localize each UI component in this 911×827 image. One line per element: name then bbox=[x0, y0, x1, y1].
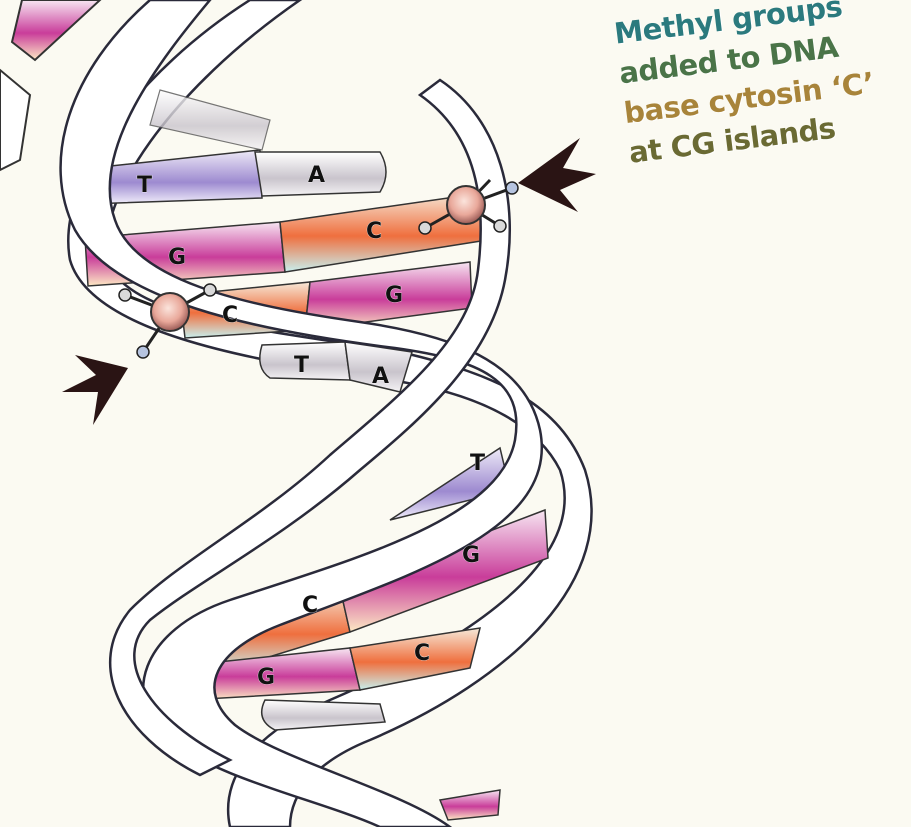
base-label: T bbox=[294, 353, 309, 378]
base-label: T bbox=[137, 173, 152, 198]
base-label: T bbox=[470, 451, 485, 476]
arrow-pointer-icon bbox=[518, 138, 596, 212]
arrow-pointer-icon bbox=[62, 355, 128, 425]
methyl-group-icon bbox=[418, 178, 519, 235]
base-pair-t-a-middle bbox=[259, 341, 413, 393]
base-label: C bbox=[414, 641, 430, 666]
base-label: G bbox=[462, 543, 480, 568]
base-letters: T A G C C G T A T G C G C bbox=[137, 163, 486, 691]
base-label: G bbox=[257, 665, 275, 690]
base-pair-bottom bbox=[260, 699, 501, 821]
base-label: A bbox=[308, 163, 325, 188]
base-label: C bbox=[222, 303, 238, 328]
dna-backbone-strand-crossing bbox=[108, 78, 511, 777]
base-label: C bbox=[302, 593, 318, 618]
base-label: G bbox=[168, 245, 186, 270]
base-pair-t-a-upper bbox=[87, 89, 387, 205]
base-label: C bbox=[366, 219, 382, 244]
base-pair-c-g-bottom bbox=[187, 627, 482, 701]
upper-left-strand-fragment bbox=[0, 0, 102, 172]
base-label: A bbox=[372, 364, 389, 389]
base-label: G bbox=[385, 283, 403, 308]
methyl-group-icon bbox=[118, 283, 217, 359]
